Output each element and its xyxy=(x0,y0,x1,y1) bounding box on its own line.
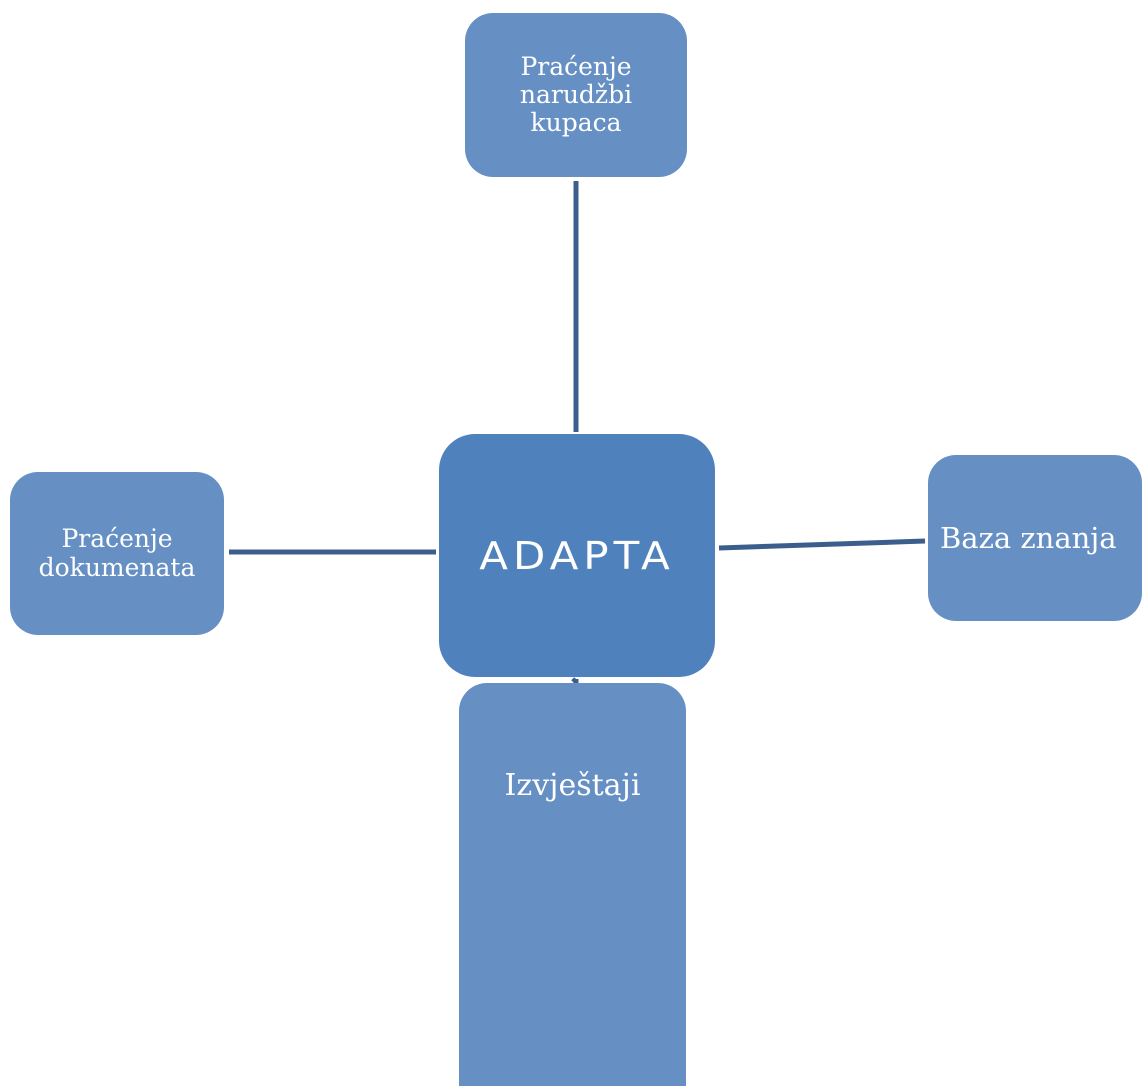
connector-center-right xyxy=(718,538,926,551)
node-label: Praćenje dokumenata xyxy=(38,524,196,582)
node-pracenje-dokumenata: Praćenje dokumenata xyxy=(10,472,224,635)
center-label: ADAPTA xyxy=(479,532,675,578)
node-label: Praćenje narudžbi kupaca xyxy=(519,51,633,138)
node-label: Baza znanja xyxy=(940,520,1117,555)
node-izvjestaji: Izvještaji xyxy=(459,683,686,1086)
node-pracenje-narudzbi-kupaca: Praćenje narudžbi kupaca xyxy=(465,13,687,177)
node-baza-znanja: Baza znanja xyxy=(928,455,1142,621)
node-label: Izvještaji xyxy=(504,768,641,803)
node-center-adapta: ADAPTA xyxy=(439,434,715,677)
